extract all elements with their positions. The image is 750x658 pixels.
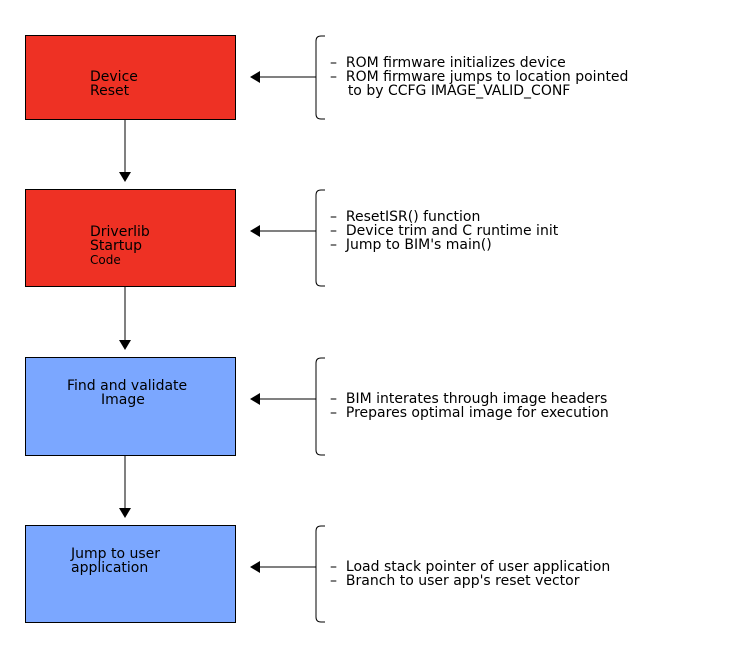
- stage-box-find-validate-image: Find and validate Image: [25, 357, 236, 456]
- stage-label-jump-to-user-application: Jump to user application: [71, 547, 160, 575]
- note-arrow-head: [250, 225, 260, 237]
- stage-label-find-validate-image: Find and validate Image: [67, 379, 187, 407]
- note-item: – ROM firmware jumps to location pointed: [330, 69, 629, 85]
- stage-label-line: Code: [90, 253, 121, 267]
- note-arrow-head: [250, 393, 260, 405]
- note-arrow-head: [250, 561, 260, 573]
- stage-label-line: application: [71, 560, 149, 576]
- stage-box-driverlib-startup: Driverlib Startup Code: [25, 189, 236, 287]
- flow-arrow-head: [119, 172, 131, 182]
- note-item: – Load stack pointer of user application: [330, 559, 611, 575]
- notes-brace: [315, 525, 325, 623]
- notes-brace: [315, 35, 325, 120]
- stage-box-device-reset: Device Reset: [25, 35, 236, 120]
- note-arrow-head: [250, 71, 260, 83]
- notes-device-reset: – ROM firmware initializes device – ROM …: [330, 56, 628, 98]
- note-item: – Prepares optimal image for execution: [330, 405, 609, 421]
- stage-label-line: Driverlib: [90, 224, 150, 240]
- stage-label-line: Device: [90, 69, 138, 85]
- flow-arrow-head: [119, 340, 131, 350]
- note-item: to by CCFG IMAGE_VALID_CONF: [347, 83, 571, 99]
- stage-label-line: Jump to user: [71, 546, 161, 562]
- stage-label-line: Reset: [90, 83, 130, 99]
- note-item: – ResetISR() function: [330, 209, 481, 225]
- notes-jump-to-user-application: – Load stack pointer of user application…: [330, 560, 610, 588]
- stage-box-jump-to-user-application: Jump to user application: [25, 525, 236, 623]
- note-item: – BIM interates through image headers: [330, 391, 608, 407]
- notes-brace: [315, 189, 325, 287]
- stage-label-line: Find and validate: [67, 378, 188, 394]
- notes-find-validate-image: – BIM interates through image headers – …: [330, 392, 609, 420]
- notes-brace: [315, 357, 325, 456]
- notes-driverlib-startup: – ResetISR() function – Device trim and …: [330, 210, 558, 252]
- stage-label-device-reset: Device Reset: [90, 70, 138, 98]
- stage-label-line: Startup: [90, 238, 142, 254]
- flow-arrow-head: [119, 508, 131, 518]
- note-item: – ROM firmware initializes device: [330, 55, 566, 71]
- stage-label-line: Image: [101, 392, 145, 408]
- note-item: – Device trim and C runtime init: [330, 223, 559, 239]
- note-item: – Jump to BIM's main(): [330, 237, 492, 253]
- note-item: – Branch to user app's reset vector: [330, 573, 580, 589]
- stage-label-driverlib-startup: Driverlib Startup Code: [90, 225, 150, 267]
